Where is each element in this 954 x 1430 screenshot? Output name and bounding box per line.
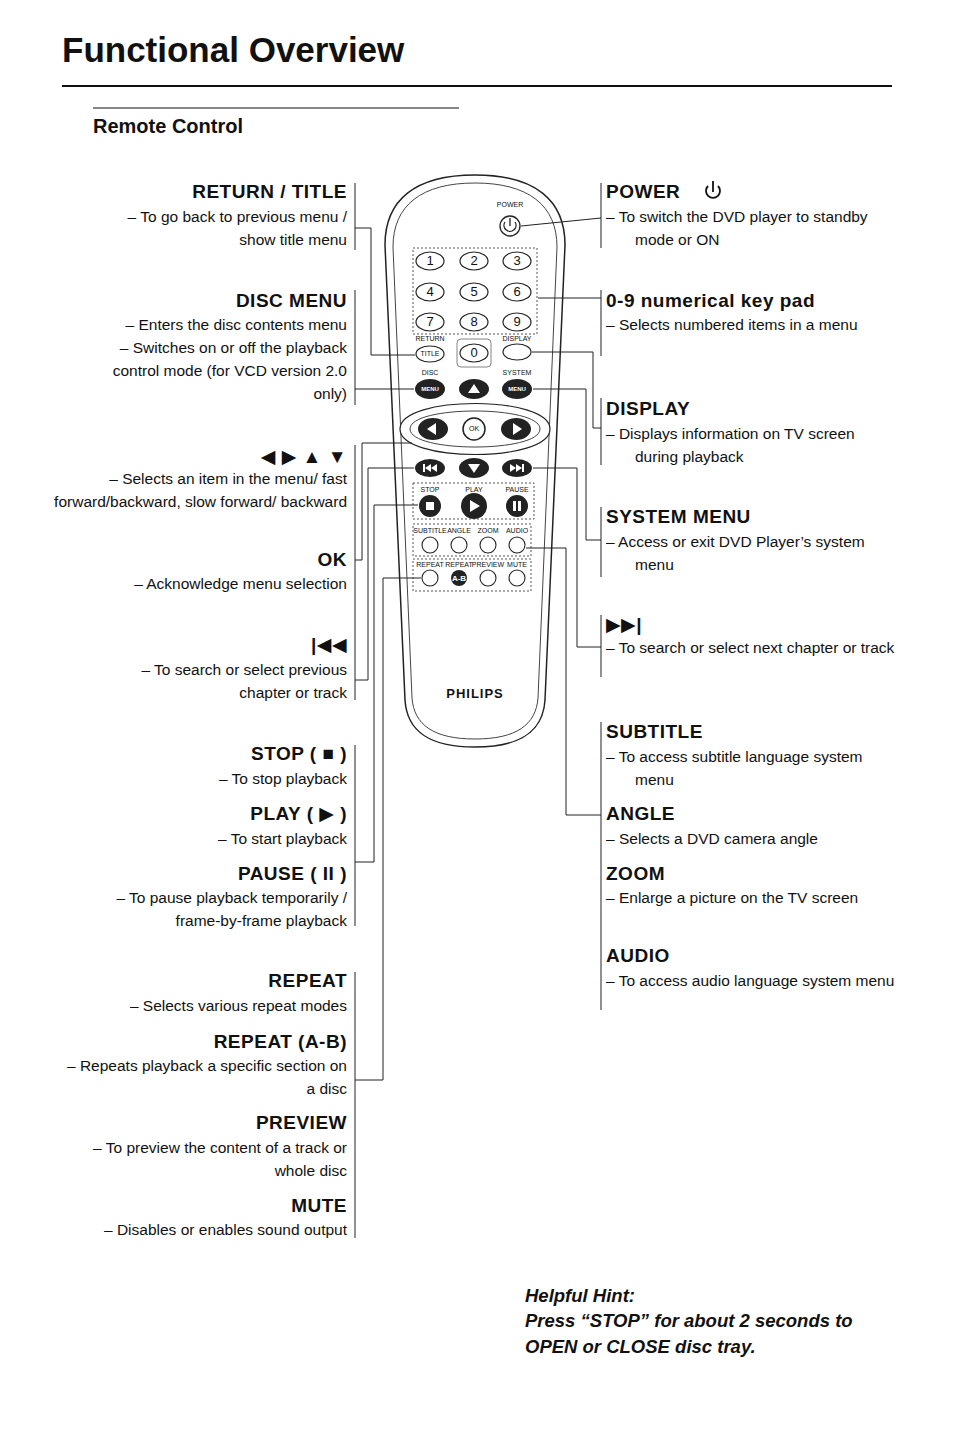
button-label: MENU: [421, 385, 439, 394]
button-label: 0: [470, 346, 477, 360]
button-label: REPEAT: [445, 561, 473, 569]
section-heading: Remote Control: [93, 115, 393, 138]
button-description: – Disables or enables sound output: [47, 1218, 347, 1241]
button-label: ZOOM: [478, 527, 499, 535]
button-description: – To start playback: [47, 827, 347, 850]
hint-text: Helpful Hint:: [525, 1283, 885, 1309]
button-label: 4: [426, 285, 433, 299]
button-label: SUBTITLE: [413, 527, 446, 535]
button-label: AUDIO: [506, 527, 528, 535]
button-description: – To go back to previous menu / show tit…: [92, 205, 347, 251]
button-description: – To preview the content of a track or w…: [72, 1136, 347, 1182]
button-label: A-B: [452, 574, 466, 583]
button-label: POWER: [497, 201, 523, 209]
button-heading: ZOOM: [606, 862, 665, 885]
button-description: – Selects a DVD camera angle: [606, 827, 920, 850]
button-heading: OK: [147, 548, 347, 571]
button-heading: SUBTITLE: [606, 720, 703, 743]
button-heading: |◀◀: [147, 633, 347, 656]
button-description: – To access audio language system menu: [606, 969, 920, 992]
button-heading: ANGLE: [606, 802, 675, 825]
button-description: – To search or select next chapter or tr…: [606, 636, 920, 659]
hint-text: Press “STOP” for about 2 seconds to OPEN…: [525, 1308, 890, 1360]
button-label: MUTE: [507, 561, 527, 569]
button-heading: PAUSE ( II ): [147, 862, 347, 885]
button-description: – To stop playback: [47, 767, 347, 790]
button-heading: SYSTEM MENU: [606, 505, 751, 528]
button-heading: STOP ( ■ ): [147, 742, 347, 765]
button-description: – To access subtitle language system men…: [606, 745, 895, 791]
brand-logo: PHILIPS: [446, 682, 504, 705]
button-label: DISPLAY: [502, 335, 531, 343]
page-title: Functional Overview: [62, 38, 404, 61]
button-label: SYSTEM: [503, 369, 532, 377]
button-label: MENU: [508, 385, 526, 394]
button-description: – Repeats playback a specific section on…: [57, 1054, 347, 1100]
button-label: REPEAT: [416, 561, 444, 569]
button-heading: POWER: [606, 180, 680, 203]
button-label: 7: [426, 315, 433, 329]
button-description: – Acknowledge menu selection: [47, 572, 347, 595]
button-label: 5: [470, 285, 477, 299]
button-description: – Displays information on TV screen duri…: [606, 422, 895, 468]
button-heading: 0-9 numerical key pad: [606, 289, 815, 312]
button-description: – To switch the DVD player to standby mo…: [606, 205, 895, 251]
button-description: – Selects various repeat modes: [47, 994, 347, 1017]
button-label: PREVIEW: [472, 561, 504, 569]
button-heading: MUTE: [147, 1194, 347, 1217]
button-label: 8: [470, 315, 477, 329]
button-label: 9: [513, 315, 520, 329]
button-description: – Enters the disc contents menu: [47, 313, 347, 336]
button-label: STOP: [421, 486, 440, 494]
button-heading: REPEAT: [147, 969, 347, 992]
button-heading: DISC MENU: [47, 289, 347, 312]
button-label: RETURN: [415, 335, 444, 343]
button-description: – Switches on or off the playback contro…: [89, 336, 347, 405]
button-description: – Selects numbered items in a menu: [606, 313, 895, 336]
button-heading: ▶▶|: [606, 613, 642, 636]
button-label: 1: [426, 254, 433, 268]
button-label: 2: [470, 254, 477, 268]
button-label: OK: [469, 425, 479, 433]
button-label: PLAY: [465, 486, 482, 494]
button-heading: PLAY ( ▶ ): [147, 802, 347, 825]
button-heading: ◀ ▶ ▲ ▼: [147, 445, 347, 468]
button-label: DISC: [422, 369, 439, 377]
button-heading: PREVIEW: [147, 1111, 347, 1134]
button-description: – Enlarge a picture on the TV screen: [606, 886, 895, 909]
button-label: ANGLE: [447, 527, 471, 535]
button-label: 3: [513, 254, 520, 268]
button-label: 6: [513, 285, 520, 299]
button-heading: DISPLAY: [606, 397, 690, 420]
button-description: – To search or select previous chapter o…: [107, 658, 347, 704]
button-heading: RETURN / TITLE: [47, 180, 347, 203]
button-description: – Access or exit DVD Player’s system men…: [606, 530, 895, 576]
button-heading: AUDIO: [606, 944, 670, 967]
button-label: PAUSE: [505, 486, 528, 494]
button-description: – Selects an item in the menu/ fast forw…: [47, 467, 347, 513]
button-heading: REPEAT (A-B): [147, 1030, 347, 1053]
button-label: TITLE: [420, 350, 439, 358]
button-description: – To pause playback temporarily / frame-…: [85, 886, 347, 932]
